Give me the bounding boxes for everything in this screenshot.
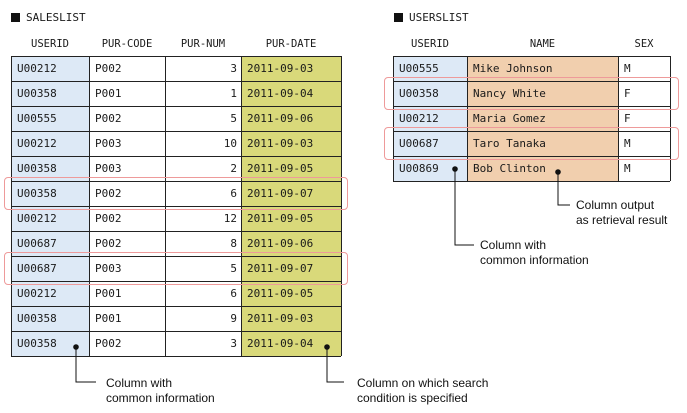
saleslist-title-text: SALESLIST <box>26 11 86 24</box>
sales-cell-pur-num: 3 <box>165 331 241 356</box>
sales-header-pur-num: PUR-NUM <box>180 38 226 50</box>
users-name-leader <box>557 172 570 206</box>
sales-cell-pur-code: P001 <box>89 281 165 306</box>
sales-cell-pur-num: 3 <box>165 56 241 81</box>
sales-cell-pur-date: 2011-09-03 <box>241 306 341 331</box>
note-line: Column output <box>576 198 655 212</box>
users-row-highlight <box>384 127 679 160</box>
sales-cell-pur-num: 10 <box>165 131 241 156</box>
sales-cell-pur-num: 5 <box>165 256 241 281</box>
users-userid-leader <box>454 169 474 246</box>
sales-cell-pur-code: P002 <box>89 206 165 231</box>
sales-cell-userid: U00358 <box>11 81 89 106</box>
users-header-userid: USERID <box>411 38 449 50</box>
users-cell-name: Nancy White <box>467 81 618 106</box>
users-cell-name: Maria Gomez <box>467 106 618 131</box>
sales-header-pur-date: PUR-DATE <box>265 38 317 50</box>
sales-date-leader <box>326 347 344 383</box>
userslist-title: USERSLIST <box>394 11 469 24</box>
sales-row-highlight <box>4 177 348 210</box>
users-cell-userid: U00687 <box>393 131 467 156</box>
saleslist-title: SALESLIST <box>11 11 86 24</box>
sales-cell-pur-num: 12 <box>165 206 241 231</box>
users-cell-name: Taro Tanaka <box>467 131 618 156</box>
sales-cell-pur-date: 2011-09-03 <box>241 131 341 156</box>
note-line: common information <box>480 253 589 267</box>
sales-cell-pur-code: P003 <box>89 256 165 281</box>
sales-cell-pur-date: 2011-09-07 <box>241 181 341 206</box>
users-cell-sex: F <box>618 106 670 131</box>
sales-cell-pur-code: P001 <box>89 81 165 106</box>
sales-cell-userid: U00358 <box>11 181 89 206</box>
users-cell-userid: U00358 <box>393 81 467 106</box>
sales-date-note: Column on which search condition is spec… <box>357 376 488 406</box>
sales-header-pur-code: PUR-CODE <box>101 38 153 50</box>
users-userid-note: Column with common information <box>480 238 589 268</box>
note-line: as retrieval result <box>576 213 668 227</box>
sales-cell-userid: U00687 <box>11 231 89 256</box>
note-line: Column with <box>480 238 547 252</box>
sales-cell-userid: U00358 <box>11 306 89 331</box>
users-header-name: NAME <box>529 38 556 50</box>
sales-cell-pur-num: 8 <box>165 231 241 256</box>
sales-cell-pur-date: 2011-09-05 <box>241 156 341 181</box>
sales-cell-pur-num: 1 <box>165 81 241 106</box>
sales-cell-pur-code: P003 <box>89 131 165 156</box>
sales-cell-pur-date: 2011-09-04 <box>241 331 341 356</box>
sales-cell-pur-code: P002 <box>89 181 165 206</box>
sales-cell-pur-num: 5 <box>165 106 241 131</box>
sales-cell-userid: U00212 <box>11 131 89 156</box>
sales-userid-note: Column with common information <box>106 376 215 406</box>
note-line: condition is specified <box>357 391 468 405</box>
sales-cell-userid: U00687 <box>11 256 89 281</box>
users-cell-sex: F <box>618 81 670 106</box>
userslist-title-text: USERSLIST <box>409 11 469 24</box>
sales-cell-pur-date: 2011-09-03 <box>241 56 341 81</box>
sales-cell-pur-code: P002 <box>89 231 165 256</box>
sales-cell-pur-code: P003 <box>89 156 165 181</box>
users-cell-userid: U00212 <box>393 106 467 131</box>
sales-cell-pur-date: 2011-09-04 <box>241 81 341 106</box>
sales-cell-userid: U00212 <box>11 56 89 81</box>
users-header-sex: SEX <box>634 38 654 50</box>
users-cell-name: Mike Johnson <box>467 56 618 81</box>
users-cell-sex: M <box>618 56 670 81</box>
users-cell-userid: U00869 <box>393 156 467 181</box>
sales-cell-pur-date: 2011-09-05 <box>241 206 341 231</box>
sales-cell-pur-date: 2011-09-05 <box>241 281 341 306</box>
sales-row-highlight <box>4 252 348 285</box>
users-cell-name: Bob Clinton <box>467 156 618 181</box>
sales-cell-userid: U00358 <box>11 156 89 181</box>
sales-cell-userid: U00212 <box>11 281 89 306</box>
users-row-highlight <box>384 77 679 110</box>
sales-cell-pur-code: P002 <box>89 56 165 81</box>
sales-cell-pur-num: 2 <box>165 156 241 181</box>
sales-cell-pur-date: 2011-09-06 <box>241 231 341 256</box>
note-line: Column with <box>106 376 173 390</box>
sales-cell-userid: U00555 <box>11 106 89 131</box>
sales-userid-leader <box>75 347 96 383</box>
square-bullet-icon <box>394 13 403 22</box>
sales-cell-pur-code: P002 <box>89 331 165 356</box>
users-cell-sex: M <box>618 156 670 181</box>
sales-cell-pur-date: 2011-09-06 <box>241 106 341 131</box>
users-cell-sex: M <box>618 131 670 156</box>
square-bullet-icon <box>11 13 20 22</box>
sales-cell-pur-num: 9 <box>165 306 241 331</box>
sales-cell-pur-num: 6 <box>165 281 241 306</box>
note-line: Column on which search <box>357 376 489 390</box>
sales-header-userid: USERID <box>31 38 69 50</box>
sales-cell-pur-code: P002 <box>89 106 165 131</box>
users-cell-userid: U00555 <box>393 56 467 81</box>
note-line: common information <box>106 391 215 405</box>
sales-cell-pur-date: 2011-09-07 <box>241 256 341 281</box>
sales-cell-pur-code: P001 <box>89 306 165 331</box>
sales-cell-pur-num: 6 <box>165 181 241 206</box>
sales-cell-userid: U00212 <box>11 206 89 231</box>
users-name-note: Column output as retrieval result <box>576 198 667 228</box>
